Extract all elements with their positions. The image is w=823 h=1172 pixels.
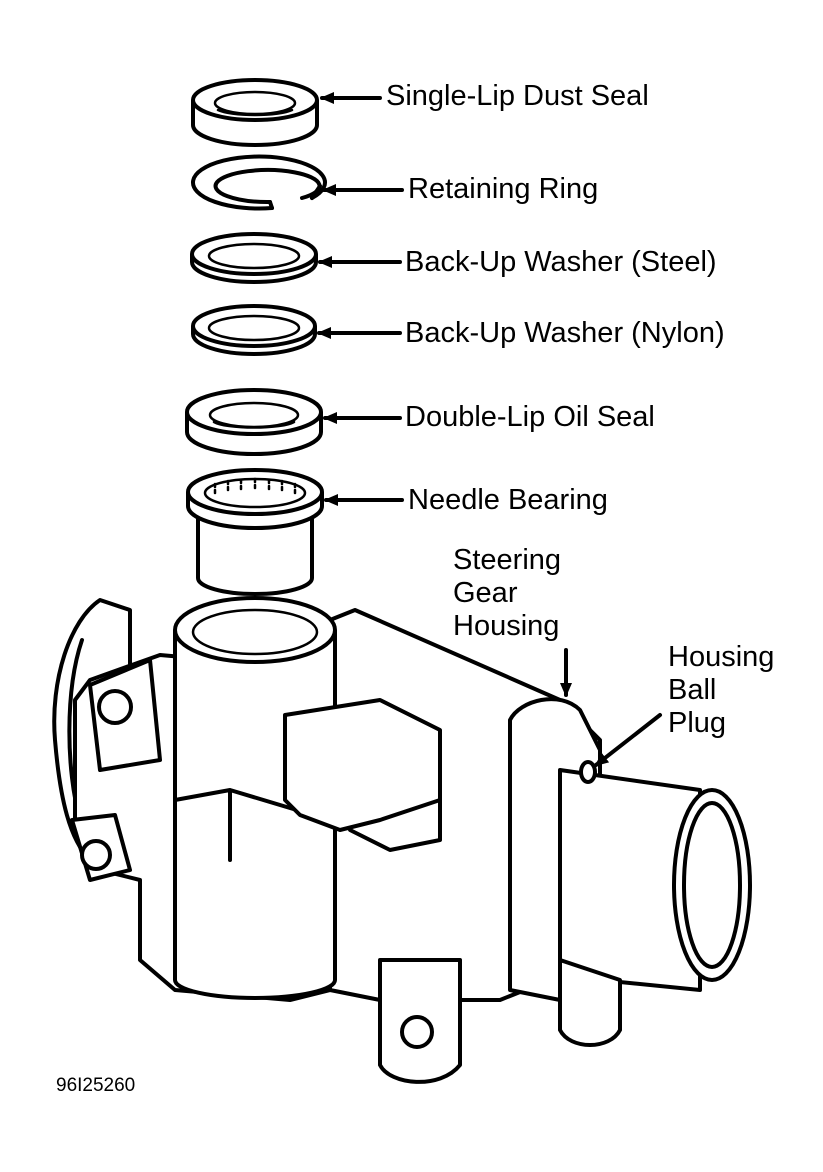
washer-nylon-part [191,304,317,356]
ball-plug-label-line1: Housing [668,641,775,673]
washer-steel-label: Back-Up Washer (Steel) [405,246,717,278]
washer-nylon-label: Back-Up Washer (Nylon) [405,317,725,349]
gear-housing-label-line3: Housing [453,610,560,642]
washer-steel-part [190,232,318,284]
steering-gear-housing-part [52,596,752,1084]
needle-bearing-part [186,468,324,596]
arrow-ball-plug [594,713,662,767]
ball-plug-label-line3: Plug [668,707,727,739]
figure-id: 96I25260 [56,1075,136,1096]
leader-arrows [317,92,662,767]
ball-plug-label-line2: Ball [668,674,717,706]
retaining-ring-label: Retaining Ring [408,173,599,205]
gear-housing-label-line2: Gear [453,577,518,609]
dust-seal-part [191,78,319,147]
retaining-ring-part [191,154,327,211]
oil-seal-part [185,388,323,456]
dust-seal-label: Single-Lip Dust Seal [386,80,649,112]
oil-seal-label: Double-Lip Oil Seal [405,401,655,433]
gear-housing-label-line1: Steering [453,544,562,576]
needle-bearing-label: Needle Bearing [408,484,608,516]
